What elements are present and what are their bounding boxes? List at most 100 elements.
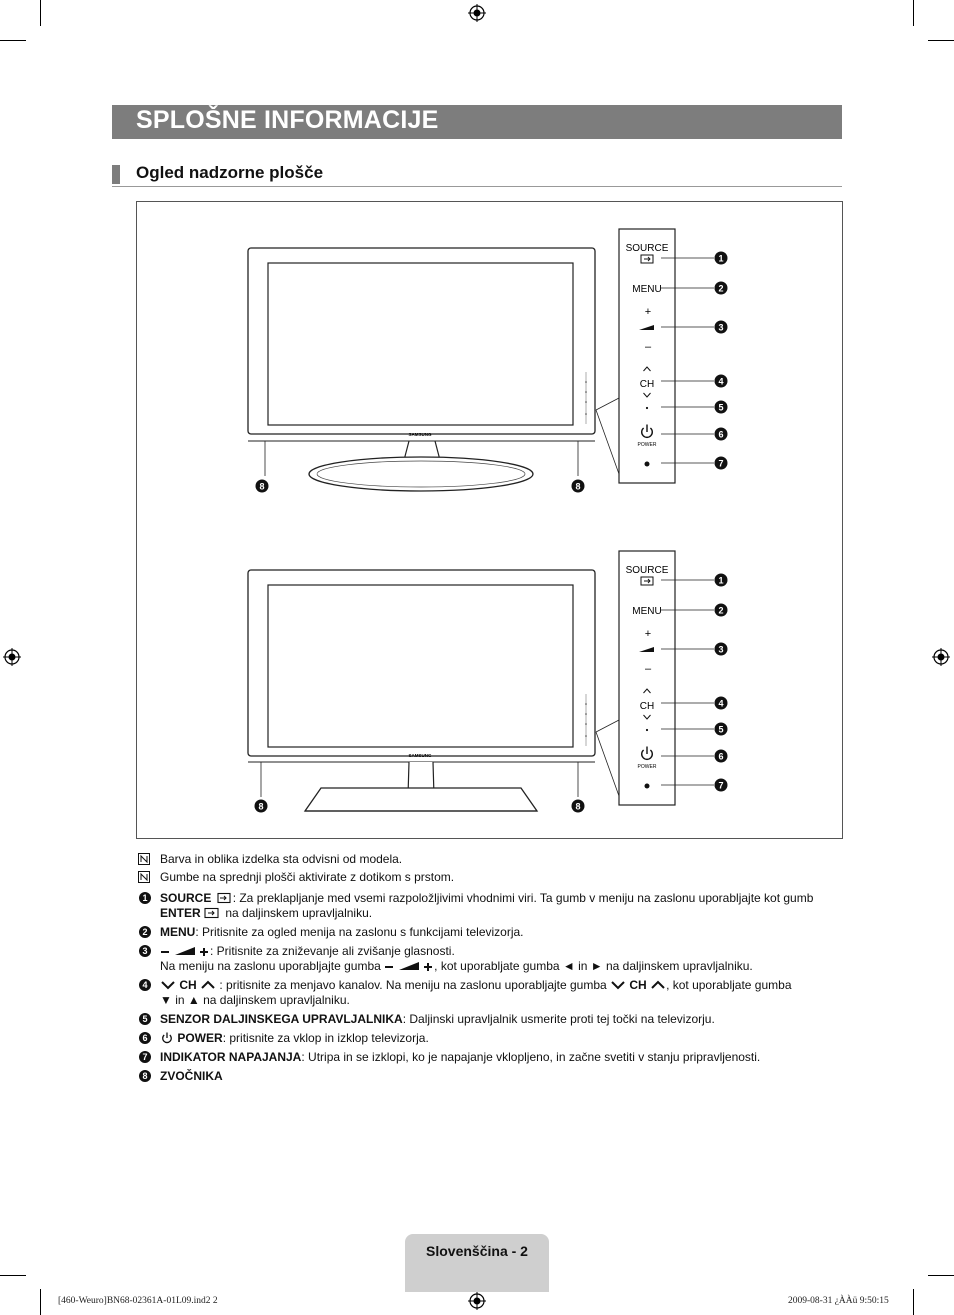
volume-icon <box>385 962 433 971</box>
power-indicator-icon <box>644 783 650 789</box>
item-1-term: SOURCE <box>160 891 212 905</box>
tv-model-1: SAMSUNG <box>247 228 676 492</box>
svg-text:8: 8 <box>575 482 580 492</box>
svg-text:2: 2 <box>718 284 723 294</box>
svg-text:5: 5 <box>718 403 723 413</box>
svg-text:7: 7 <box>718 459 723 469</box>
callout-1: 1 <box>714 251 728 265</box>
item-3-line2a: Na meniju na zaslonu uporabljajte gumba <box>160 959 381 973</box>
volume-minus-label: – <box>645 663 652 675</box>
callout-number: 1 <box>139 892 151 904</box>
callout-2: 2 <box>714 281 728 295</box>
svg-text:5: 5 <box>718 725 723 735</box>
chevron-down-icon <box>611 981 625 990</box>
callout-3: 3 <box>714 642 728 656</box>
callout-4: 4 <box>714 374 728 388</box>
item-4-text: : pritisnite za menjavo kanalov. Na meni… <box>219 978 607 992</box>
page-label: Slovenščina - 2 <box>426 1243 528 1259</box>
crop-mark <box>0 40 26 41</box>
item-8-term: ZVOČNIKA <box>160 1069 223 1083</box>
item-7-term: INDIKATOR NAPAJANJA <box>160 1050 302 1064</box>
item-4-line2: ▼ in ▲ na daljinskem upravljalniku. <box>160 993 350 1007</box>
registration-mark-icon <box>932 648 950 666</box>
source-button-label: SOURCE <box>626 243 669 254</box>
crop-mark <box>0 1275 26 1276</box>
svg-text:6: 6 <box>718 430 723 440</box>
volume-minus-label: – <box>645 341 652 353</box>
page-number-tab: Slovenščina - 2 <box>405 1234 549 1292</box>
item-3-text: : Pritisnite za zniževanje ali zvišanje … <box>210 944 455 958</box>
svg-text:2: 2 <box>718 606 723 616</box>
callout-number: 2 <box>139 926 151 938</box>
power-icon <box>641 424 653 439</box>
callout-number: 5 <box>139 1013 151 1025</box>
crop-mark <box>928 1275 954 1276</box>
svg-text:3: 3 <box>718 323 723 333</box>
item-1-text2: na daljinskem upravljalniku. <box>225 906 373 920</box>
note-text: Barva in oblika izdelka sta odvisni od m… <box>160 852 403 866</box>
speaker-callout: 8 <box>254 799 268 813</box>
callout-1: 1 <box>714 573 728 587</box>
page-title-bar: SPLOŠNE INFORMACIJE <box>112 105 842 139</box>
tv2-brand-logo: SAMSUNG <box>408 753 432 758</box>
section-marker <box>112 165 120 184</box>
speaker-callout: 8 <box>255 479 269 493</box>
item-8: 8 ZVOČNIKA <box>137 1069 837 1084</box>
section-title: Ogled nadzorne plošče <box>136 163 324 182</box>
notes-list: Barva in oblika izdelka sta odvisni od m… <box>137 852 837 1087</box>
menu-button-label: MENU <box>632 606 661 617</box>
note-item: Barva in oblika izdelka sta odvisni od m… <box>137 852 837 867</box>
chevron-down-icon <box>161 981 175 990</box>
callout-4: 4 <box>714 696 728 710</box>
item-1-term2: ENTER <box>160 906 201 920</box>
item-6-text: : pritisnite za vklop in izklop televizo… <box>222 1031 429 1045</box>
item-5: 5 SENZOR DALJINSKEGA UPRAVLJALNIKA: Dalj… <box>137 1012 837 1027</box>
volume-icon <box>161 947 208 956</box>
svg-text:1: 1 <box>718 254 723 264</box>
power-label: POWER <box>638 764 657 770</box>
item-1-text: : Za preklapljanje med vsemi razpoložlji… <box>232 891 814 905</box>
item-3: 3 : Pritisnite za zniževanje ali zvišanj… <box>137 944 837 974</box>
item-4-text2: , kot uporabljate gumba <box>666 978 792 992</box>
menu-button-label: MENU <box>632 284 661 295</box>
registration-mark-icon <box>468 4 486 22</box>
svg-text:6: 6 <box>718 752 723 762</box>
svg-text:4: 4 <box>718 699 723 709</box>
source-icon <box>640 254 654 264</box>
item-5-term: SENZOR DALJINSKEGA UPRAVLJALNIKA <box>160 1012 403 1026</box>
callout-7: 7 <box>714 456 728 470</box>
crop-mark <box>913 0 914 26</box>
callout-6: 6 <box>714 427 728 441</box>
power-icon <box>162 1032 172 1044</box>
chevron-up-icon <box>643 688 651 694</box>
speaker-callout: 8 <box>571 479 585 493</box>
crop-mark <box>913 1289 914 1315</box>
section-heading: Ogled nadzorne plošče <box>112 161 842 187</box>
svg-text:3: 3 <box>718 645 723 655</box>
svg-text:8: 8 <box>575 802 580 812</box>
item-4-term: CH <box>629 978 647 992</box>
chevron-up-icon <box>643 366 651 372</box>
item-1: 1 SOURCE : Za preklapljanje med vsemi ra… <box>137 891 837 921</box>
crop-mark <box>40 0 41 26</box>
item-2: 2 MENU: Pritisnite za ogled menija na za… <box>137 925 837 940</box>
svg-text:1: 1 <box>718 576 723 586</box>
source-icon <box>217 892 231 904</box>
speaker-callout: 8 <box>571 799 585 813</box>
item-6-term: POWER <box>177 1031 223 1045</box>
volume-icon <box>639 325 654 330</box>
chevron-up-icon <box>201 980 215 989</box>
note-item: Gumbe na sprednji plošči aktivirate z do… <box>137 870 837 885</box>
item-3-line2b: , kot uporabljate gumba ◄ in ► na daljin… <box>434 959 753 973</box>
print-slug-right: 2009-08-31 ¿ÀÀü 9:50:15 <box>788 1296 889 1306</box>
print-slug-left: [460-Weuro]BN68-02361A-01L09.ind2 2 <box>58 1296 218 1306</box>
item-7-text: : Utripa in se izklopi, ko je napajanje … <box>301 1050 761 1064</box>
callout-number: 6 <box>139 1032 151 1044</box>
callout-number: 4 <box>139 979 151 991</box>
callout-number: 7 <box>139 1051 151 1063</box>
note-text: Gumbe na sprednji plošči aktivirate z do… <box>160 870 455 884</box>
note-icon <box>138 871 150 883</box>
crop-mark <box>40 1289 41 1315</box>
item-2-text: : Pritisnite za ogled menija na zaslonu … <box>195 925 524 939</box>
